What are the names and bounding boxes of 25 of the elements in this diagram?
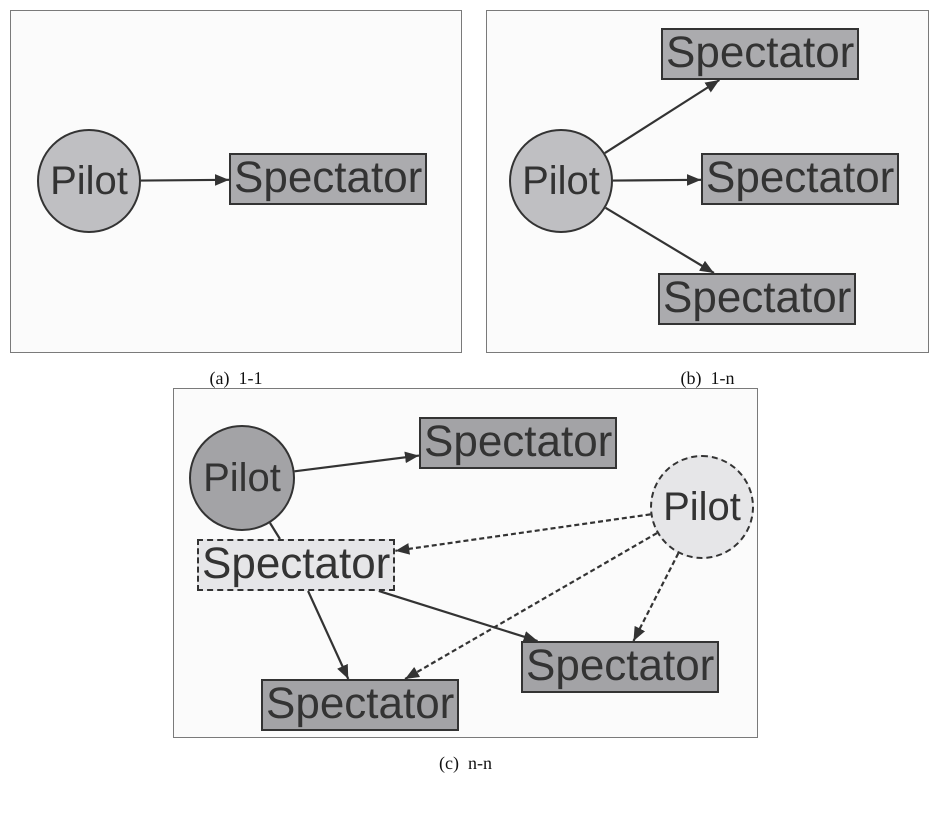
dashed-arrow [632, 552, 680, 642]
panel-frame [10, 10, 462, 353]
spectator-box: Spectator [701, 153, 900, 205]
arrow [605, 206, 715, 274]
panel-frame [486, 10, 929, 353]
panel-frame [173, 388, 758, 738]
spectator-box: Spectator [229, 153, 428, 205]
spectator-box: Spectator [658, 273, 856, 325]
arrow [141, 174, 229, 186]
spectator-box: Spectator [419, 417, 618, 469]
arrow [307, 590, 350, 680]
arrow [378, 590, 538, 642]
dashed-arrow [395, 513, 651, 555]
arrow [604, 79, 720, 154]
arrow [294, 452, 420, 472]
spectator-box: Spectator [521, 641, 720, 693]
panel-caption: (c) n-n [438, 752, 493, 775]
panel-caption: (b) 1-n [680, 367, 736, 390]
arrow [613, 174, 701, 186]
spectator-box: Spectator [261, 679, 460, 731]
spectator-box: Spectator [197, 539, 396, 591]
spectator-box: Spectator [661, 28, 860, 80]
dashed-arrow [404, 532, 658, 680]
connector-line [269, 522, 281, 540]
panel-caption: (a) 1-1 [208, 367, 264, 390]
